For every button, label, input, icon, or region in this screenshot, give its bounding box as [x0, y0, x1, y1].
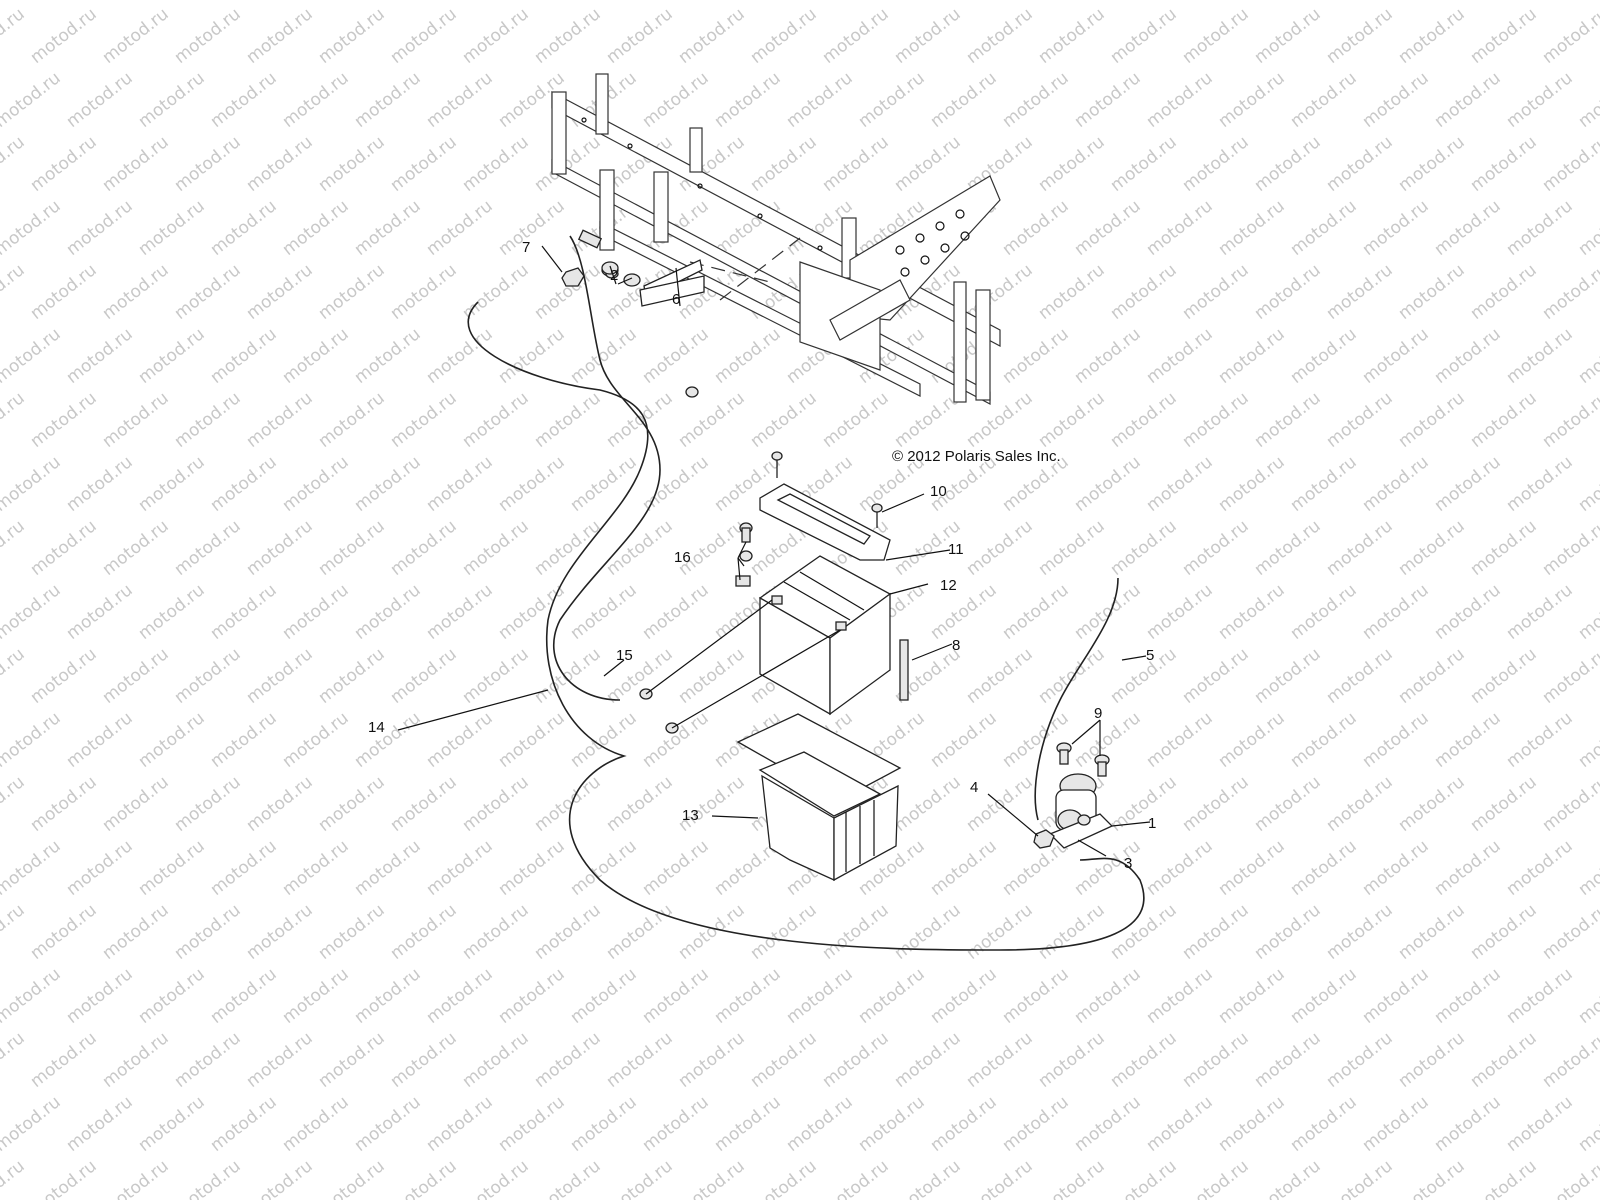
callout-5: 5 — [1146, 647, 1155, 664]
callout-8: 8 — [952, 637, 961, 654]
nut-4 — [1033, 829, 1055, 849]
terminal-block-6 — [639, 259, 705, 307]
cable-15 — [552, 235, 661, 701]
callout-2: 2 — [610, 267, 619, 284]
callout-1: 1 — [1148, 815, 1157, 832]
nut-7 — [561, 267, 585, 287]
watermark-text: motod.ru — [1575, 0, 1600, 4]
callout-12: 12 — [940, 577, 957, 594]
copyright-notice: © 2012 Polaris Sales Inc. — [892, 448, 1061, 465]
leader-lines — [397, 245, 1151, 857]
callout-13: 13 — [682, 807, 699, 824]
battery-12 — [758, 555, 892, 716]
callout-6: 6 — [672, 291, 681, 308]
bolts-9 — [1056, 742, 1110, 777]
callout-3: 3 — [1124, 855, 1133, 872]
callout-10: 10 — [930, 483, 947, 500]
hold-down-bracket-11 — [759, 451, 891, 561]
vehicle-frame — [551, 73, 1001, 405]
strap-8 — [899, 639, 909, 701]
callout-14: 14 — [368, 719, 385, 736]
starter-solenoid-1 — [1048, 773, 1114, 849]
bolt-2 — [601, 261, 641, 287]
callout-15: 15 — [616, 647, 633, 664]
callout-16: 16 — [674, 549, 691, 566]
callout-11: 11 — [948, 541, 964, 558]
bolt-near-16 — [735, 522, 753, 587]
callout-9: 9 — [1094, 705, 1103, 722]
callout-7: 7 — [522, 239, 531, 256]
cable-14 — [467, 301, 1145, 951]
callout-4: 4 — [970, 779, 979, 796]
battery-box-13 — [736, 713, 902, 882]
cable-5 — [1034, 577, 1119, 821]
